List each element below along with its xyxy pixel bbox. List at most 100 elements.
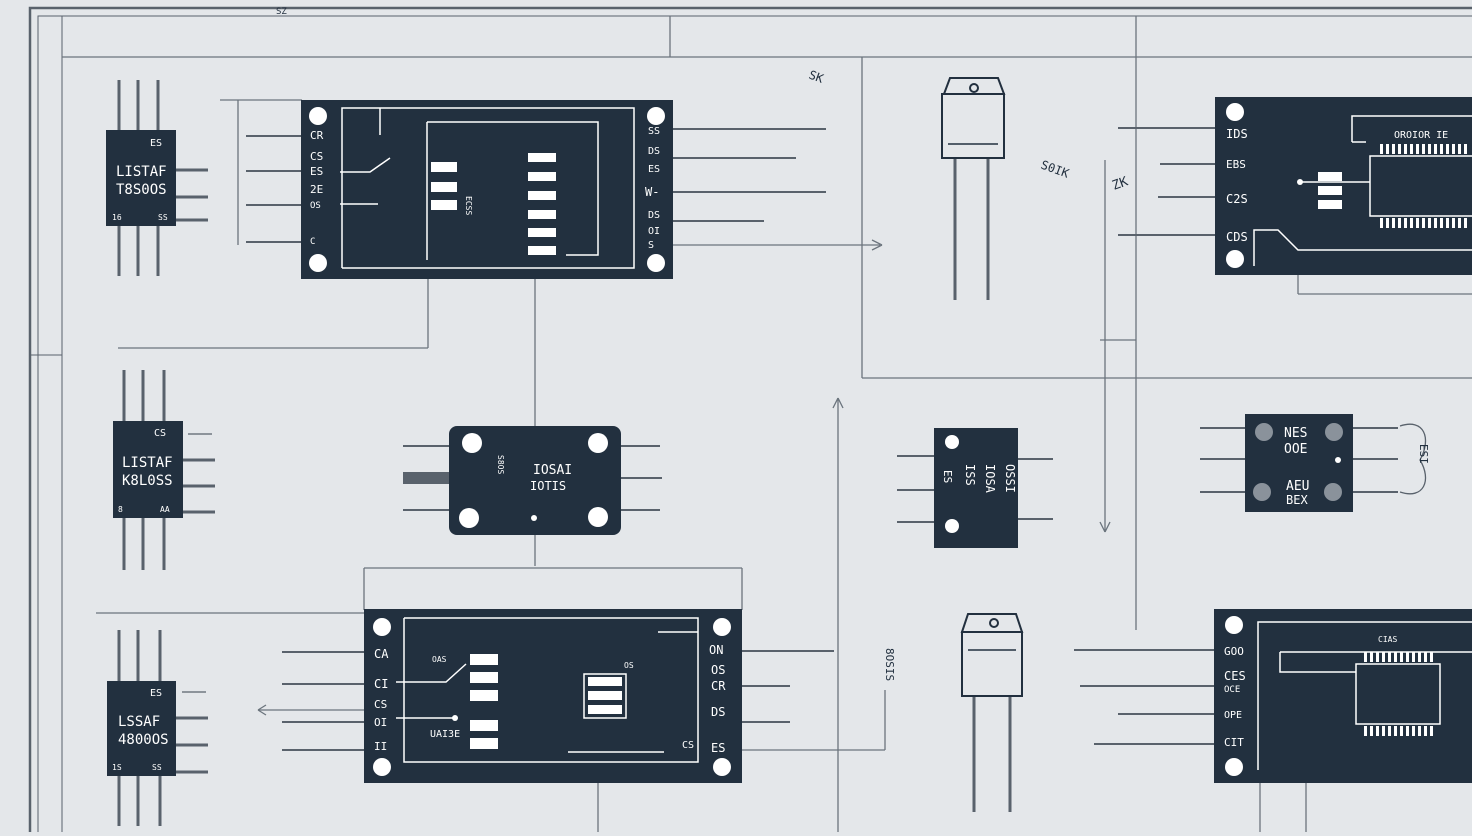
annotation-1: SK xyxy=(807,68,826,86)
ic-pin xyxy=(1424,652,1427,662)
module-d-chip-label: CIAS xyxy=(1378,635,1397,644)
dip-chip-3-pin-label: ES xyxy=(150,688,162,699)
module-c-right-label-1: ON xyxy=(709,643,723,657)
ic-pin xyxy=(1380,144,1383,154)
module-a-left-label-4: 2E xyxy=(310,183,323,196)
ic-pin xyxy=(1398,144,1401,154)
module-c-left-label-3: CS xyxy=(374,698,387,711)
ic-pin xyxy=(1380,218,1383,228)
ic-pin xyxy=(1452,218,1455,228)
ic-pin xyxy=(1440,218,1443,228)
annotation-3: SZ xyxy=(276,7,287,17)
module-c-right-label-5: ES xyxy=(711,741,725,755)
ic-pin xyxy=(1418,726,1421,736)
transistor-top-label: S0IK xyxy=(1039,158,1072,181)
module-tr-label-4: CDS xyxy=(1226,230,1248,244)
ic-pin xyxy=(1406,652,1409,662)
module-tr-label-3: C2S xyxy=(1226,192,1248,206)
module-a-right-label-4: W- xyxy=(645,185,659,199)
small-chip-mid: ES ISS IOSA OSSI xyxy=(897,428,1053,548)
ic-pin xyxy=(1406,726,1409,736)
module-a-left-label-5: OS xyxy=(310,201,321,211)
ic-pin xyxy=(1452,144,1455,154)
module-d-left-label-5: CIT xyxy=(1224,736,1244,749)
ic-pin xyxy=(1400,726,1403,736)
dip-chip-1-line2: T8S0OS xyxy=(116,182,167,198)
dip-chip-2-foot2: AA xyxy=(160,505,170,514)
dip-chip-1-pin-label: ES xyxy=(150,138,162,149)
ic-pin xyxy=(1392,218,1395,228)
ic-pin xyxy=(1386,218,1389,228)
ic-pin xyxy=(1440,144,1443,154)
module-a-left-label-6: C xyxy=(310,237,315,247)
ic-pin xyxy=(1386,144,1389,154)
module-c-left-label-2: CI xyxy=(374,677,388,691)
chip-right-line3: AEU xyxy=(1286,479,1309,494)
dip-chip-3-line1: LSSAF xyxy=(118,714,160,730)
ic-pin xyxy=(1446,218,1449,228)
ic-pin xyxy=(1422,144,1425,154)
ic-pin xyxy=(1422,218,1425,228)
relay-line1: IOSAI xyxy=(533,463,572,478)
ic-pin xyxy=(1412,726,1415,736)
module-c-corner-label: CS xyxy=(682,740,694,751)
module-tr-label-2: EBS xyxy=(1226,158,1246,171)
module-c-bottom-label: UAI3E xyxy=(430,729,460,740)
ic-pin xyxy=(1434,218,1437,228)
ic-pin xyxy=(1464,144,1467,154)
ic-pin xyxy=(1416,218,1419,228)
module-a-right-label-2: DS xyxy=(648,146,660,157)
module-c: CA CI CS OI II ON OS CR DS ES OAS UAI3E … xyxy=(282,609,834,783)
relay-line2: IOTIS xyxy=(530,479,566,493)
ic-pin xyxy=(1382,726,1385,736)
ic-pin xyxy=(1388,652,1391,662)
transistor-top: S0IK xyxy=(941,77,1072,300)
dip-chip-1-foot1: 16 xyxy=(112,213,122,222)
dip-chip-2: CS LISTAF K8L0SS 8 AA xyxy=(113,370,215,570)
dip-chip-3-foot2: SS xyxy=(152,763,162,772)
ic-pin xyxy=(1398,218,1401,228)
ic-pin xyxy=(1410,218,1413,228)
ic-pin xyxy=(1446,144,1449,154)
ic-pin xyxy=(1410,144,1413,154)
module-c-tag: OS xyxy=(624,661,634,670)
ic-pin xyxy=(1418,652,1421,662)
module-a-right-label-5: DS xyxy=(648,210,660,221)
ic-pin xyxy=(1388,726,1391,736)
module-a-left-label-3: ES xyxy=(310,165,323,178)
ic-pin xyxy=(1430,652,1433,662)
ic-pin xyxy=(1458,218,1461,228)
module-a-right-label-6: OI xyxy=(648,226,660,237)
ic-pin xyxy=(1364,726,1367,736)
dip-chip-3-foot1: 1S xyxy=(112,763,122,772)
module-top-right: IDS EBS C2S CDS OROIOR IE xyxy=(1118,97,1472,275)
module-d-left-label-3: OCE xyxy=(1224,685,1240,695)
dip-chip-2-line1: LISTAF xyxy=(122,455,173,471)
module-a-left-label-1: CR xyxy=(310,129,324,142)
dip-chip-1-line1: LISTAF xyxy=(116,164,167,180)
ic-pin xyxy=(1412,652,1415,662)
dip-chip-2-foot1: 8 xyxy=(118,505,123,514)
ic-pin xyxy=(1458,144,1461,154)
ic-pin xyxy=(1370,652,1373,662)
module-a-right-label-7: S xyxy=(648,240,654,251)
module-d: GOO CES OCE OPE CIT CIAS xyxy=(1074,609,1472,783)
ic-pin xyxy=(1424,726,1427,736)
module-c-left-label-1: CA xyxy=(374,647,389,661)
chip-right-line1: NES xyxy=(1284,426,1307,441)
ic-pin xyxy=(1376,726,1379,736)
module-a-right-label-3: ES xyxy=(648,164,660,175)
dip-chip-2-line2: K8L0SS xyxy=(122,473,173,489)
ic-pin xyxy=(1464,218,1467,228)
chip-right-mid: NES OOE AEU BEX ESI xyxy=(1200,414,1430,512)
module-tr-label-1: IDS xyxy=(1226,127,1248,141)
module-d-left-label-2: CES xyxy=(1224,669,1246,683)
module-a-left-label-2: CS xyxy=(310,150,323,163)
ic-pin xyxy=(1382,652,1385,662)
transistor-bottom: 8OSIS xyxy=(883,613,1024,812)
transistor-bottom-label: 8OSIS xyxy=(883,648,896,681)
ic-pin xyxy=(1428,218,1431,228)
ic-pin xyxy=(1404,144,1407,154)
